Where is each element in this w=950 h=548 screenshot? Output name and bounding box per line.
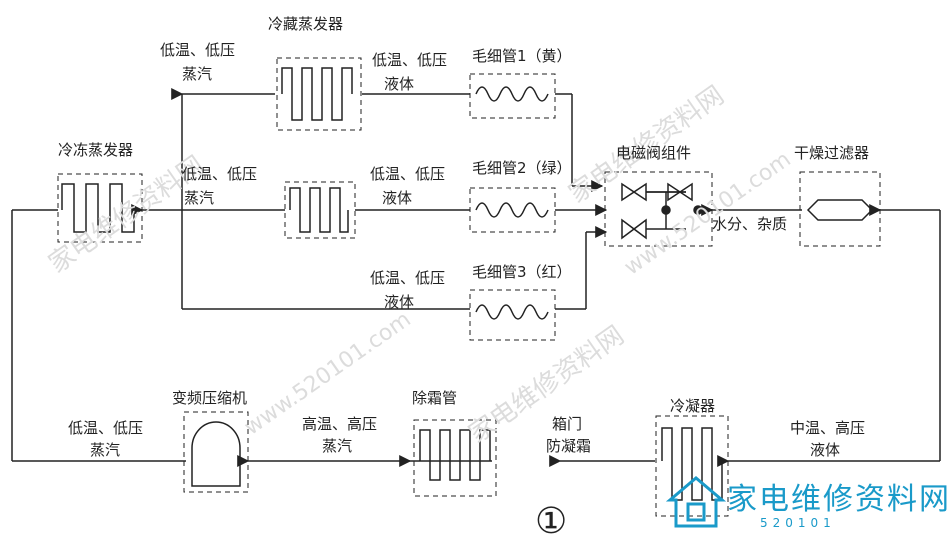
state-label: 低温、低压 <box>372 51 448 69</box>
logo-site-number: 520101 <box>760 516 836 530</box>
state-label: 低温、低压 <box>160 41 236 59</box>
state-label: 低温、低压 <box>182 165 258 183</box>
mid-evaporator-symbol <box>284 181 356 239</box>
label-defrost-tube: 除霜管 <box>412 389 458 407</box>
label-dryer-filter: 干燥过滤器 <box>794 144 870 162</box>
state-label: 水分、杂质 <box>712 215 788 233</box>
house-logo-icon <box>666 476 726 528</box>
label-refrigerator-evaporator: 冷藏蒸发器 <box>268 15 344 33</box>
dryer-filter-symbol <box>799 171 881 247</box>
state-label: 中温、高压 <box>790 419 866 437</box>
label-capillary-2: 毛细管2（绿） <box>472 159 572 177</box>
state-label: 液体 <box>384 75 415 93</box>
state-label: 低温、低压 <box>370 165 446 183</box>
label-compressor: 变频压缩机 <box>172 389 248 407</box>
state-label: 低温、低压 <box>370 269 446 287</box>
state-label: 蒸汽 <box>322 437 353 455</box>
defrost-tube-symbol <box>413 419 497 497</box>
state-label: 蒸汽 <box>90 441 121 459</box>
state-label: 蒸汽 <box>182 65 213 83</box>
state-label: 蒸汽 <box>184 189 215 207</box>
capillary-1-symbol <box>469 73 556 119</box>
logo-site-name: 家电维修资料网 <box>727 482 950 517</box>
capillary-2-symbol <box>469 187 556 233</box>
compressor-symbol <box>183 411 249 493</box>
state-label: 液体 <box>382 189 413 207</box>
label-solenoid-valve: 电磁阀组件 <box>616 144 692 162</box>
freezer-evaporator-symbol <box>57 173 143 243</box>
state-label: 箱门 <box>552 415 583 433</box>
label-capillary-1: 毛细管1（黄） <box>472 47 572 65</box>
refrigerator-evaporator-symbol <box>276 57 362 131</box>
capillary-3-symbol <box>469 289 556 341</box>
figure-number: ① <box>535 501 568 542</box>
condenser-symbol <box>655 415 729 517</box>
label-condenser: 冷凝器 <box>670 397 716 415</box>
state-label: 液体 <box>810 441 841 459</box>
state-label: 防凝霜 <box>546 437 592 455</box>
solenoid-valve-symbol <box>604 171 713 247</box>
state-label: 低温、低压 <box>68 419 144 437</box>
state-label: 液体 <box>384 293 415 311</box>
label-capillary-3: 毛细管3（红） <box>472 263 572 281</box>
label-freezer-evaporator: 冷冻蒸发器 <box>58 141 134 159</box>
state-label: 高温、高压 <box>302 415 378 433</box>
